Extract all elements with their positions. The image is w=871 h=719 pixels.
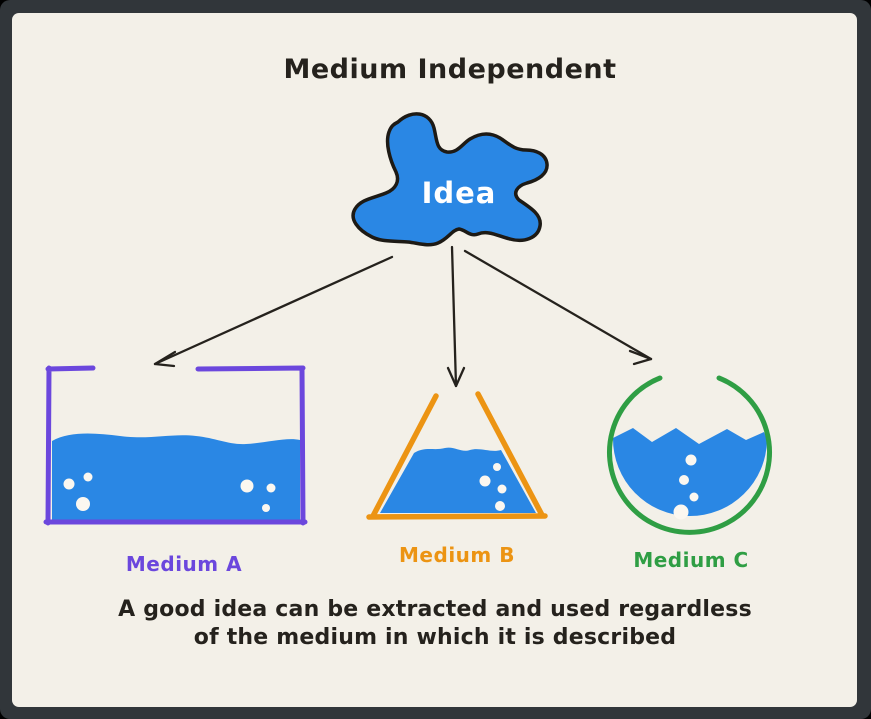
page-title: Medium Independent bbox=[283, 54, 616, 85]
bubble bbox=[479, 475, 491, 487]
arrow-shaft bbox=[463, 249, 653, 361]
idea-label: Idea bbox=[422, 176, 497, 210]
arrow-head bbox=[153, 350, 177, 368]
bubble bbox=[76, 497, 90, 511]
medium-c-container: Medium C bbox=[607, 375, 772, 572]
bubble bbox=[495, 501, 505, 511]
medium-a-liquid bbox=[52, 433, 300, 521]
medium-b-container: Medium B bbox=[366, 391, 548, 567]
arrow-head bbox=[446, 366, 466, 388]
medium-c-outline bbox=[607, 375, 772, 535]
bubble bbox=[240, 479, 254, 493]
medium-b-label: Medium B bbox=[399, 543, 515, 567]
arrow-to-medium-b bbox=[446, 245, 466, 388]
bubble bbox=[83, 472, 93, 482]
bubble bbox=[266, 483, 276, 493]
bubble bbox=[685, 454, 697, 466]
bubble bbox=[689, 492, 699, 502]
arrow-head bbox=[628, 349, 653, 366]
bubble bbox=[262, 504, 270, 512]
medium-a-label: Medium A bbox=[126, 552, 242, 576]
arrow-to-medium-a bbox=[153, 255, 394, 368]
medium-b-outline bbox=[366, 391, 548, 520]
medium-c-label: Medium C bbox=[633, 548, 748, 572]
bubble bbox=[679, 475, 689, 485]
caption: A good idea can be extracted and used re… bbox=[118, 597, 752, 650]
arrow-shaft bbox=[153, 255, 394, 366]
idea-blob-shape bbox=[351, 112, 549, 247]
medium-c-liquid bbox=[612, 428, 767, 517]
bubble bbox=[673, 504, 689, 520]
caption-line-2: of the medium in which it is described bbox=[194, 625, 676, 650]
bubble bbox=[493, 463, 501, 471]
arrow-to-medium-c bbox=[463, 249, 653, 366]
caption-line-1: A good idea can be extracted and used re… bbox=[118, 597, 752, 622]
idea-blob: Idea bbox=[351, 112, 549, 247]
medium-a-container: Medium A bbox=[43, 365, 308, 576]
bubble bbox=[63, 478, 75, 490]
medium-a-outline bbox=[43, 365, 308, 526]
bubble bbox=[497, 484, 507, 494]
arrow-shaft bbox=[450, 245, 458, 388]
